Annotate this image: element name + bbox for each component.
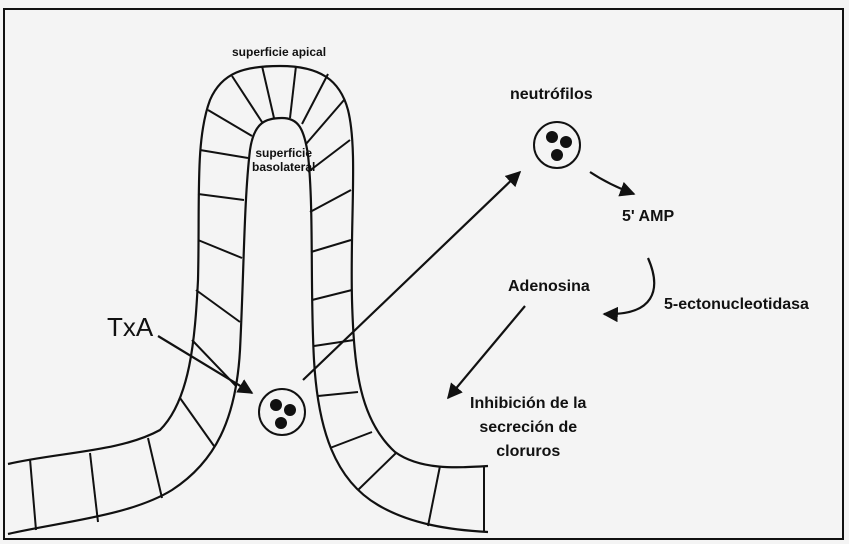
label-adenosina: Adenosina <box>508 278 590 296</box>
arrow-adenosina-to-inhibition <box>448 306 525 398</box>
arrow-amp-to-adenosina <box>604 258 654 314</box>
label-apical-surface: superficie apical <box>232 45 326 59</box>
label-basolateral-surface: superficie basolateral <box>252 146 315 174</box>
label-basolateral-line1: superficie <box>252 146 315 160</box>
label-inhibition-line1: Inhibición de la <box>470 392 586 416</box>
label-5-ectonucleotidasa: 5-ectonucleotidasa <box>664 296 809 314</box>
label-neutrofilos: neutrófilos <box>510 86 593 104</box>
epithelium-outer-wall <box>8 66 488 467</box>
arrow-neutrophil-to-amp <box>590 172 634 194</box>
label-inhibition-line2: secreción de <box>470 416 586 440</box>
label-inhibition-line3: cloruros <box>470 440 586 464</box>
label-basolateral-line2: basolateral <box>252 160 315 174</box>
label-5-amp: 5' AMP <box>622 208 674 226</box>
arrow-neutrophil-migration <box>303 172 520 380</box>
label-inhibition: Inhibición de la secreción de cloruros <box>470 392 586 464</box>
neutrophil-lumen <box>259 389 305 435</box>
neutrophil-top <box>534 122 580 168</box>
epithelium-inner-wall <box>8 118 488 534</box>
epithelium-fold <box>8 66 488 534</box>
label-txa: TxA <box>107 312 153 343</box>
